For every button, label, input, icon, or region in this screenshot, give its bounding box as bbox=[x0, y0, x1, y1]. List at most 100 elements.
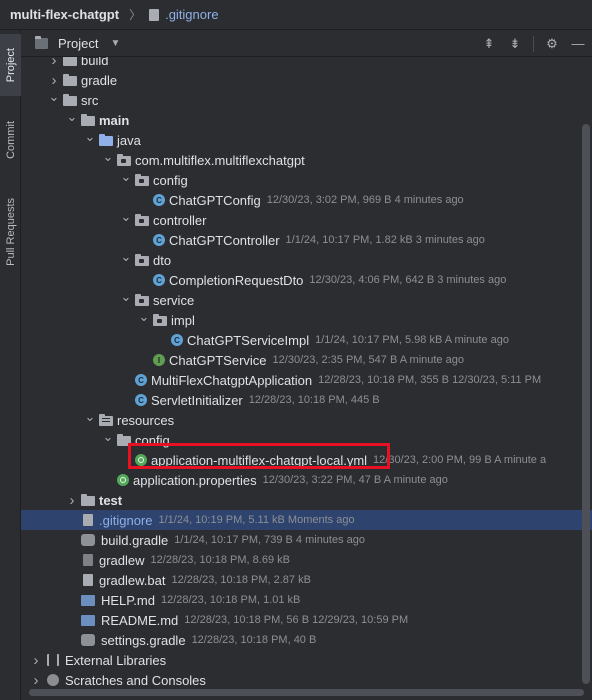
tree-item-label: .gitignore bbox=[99, 512, 153, 528]
chevron-down-icon[interactable]: ⌄ bbox=[120, 249, 132, 264]
tree-row[interactable]: application.properties 12/30/23, 3:22 PM,… bbox=[21, 470, 592, 490]
tree-item-meta: 12/30/23, 3:22 PM, 47 B A minute ago bbox=[262, 474, 448, 486]
breadcrumb-project[interactable]: multi-flex-chatgpt bbox=[10, 7, 120, 22]
tree-item-label: controller bbox=[153, 212, 207, 228]
tree-row[interactable]: ⌄ config bbox=[21, 429, 592, 450]
tree-item-label: src bbox=[81, 92, 99, 108]
tree-item-meta: 12/30/23, 2:35 PM, 547 B A minute ago bbox=[272, 354, 464, 366]
chevron-down-icon[interactable]: ⌄ bbox=[120, 209, 132, 224]
collapse-all-icon[interactable]: ⇞ bbox=[483, 35, 495, 51]
tree-row[interactable]: ⌄ dto bbox=[21, 249, 592, 270]
tree-row[interactable]: ⌄ controller bbox=[21, 209, 592, 230]
tree-row[interactable]: ⌄config bbox=[21, 169, 592, 190]
tree-item-label: build.gradle bbox=[101, 532, 169, 548]
hide-icon[interactable]: — bbox=[571, 36, 585, 51]
tree-row[interactable]: ⌄main bbox=[21, 109, 592, 130]
chevron-right-icon[interactable]: › bbox=[33, 671, 39, 689]
chevron-down-icon[interactable]: ⌄ bbox=[120, 169, 132, 184]
tree-row[interactable]: ⌄com.multiflex.multiflexchatgpt bbox=[21, 149, 592, 170]
folder-icon bbox=[117, 433, 131, 446]
tree-row[interactable]: ⌄resources bbox=[21, 409, 592, 430]
stripe-tab-commit[interactable]: Commit bbox=[0, 110, 21, 170]
stripe-tab-pull-requests[interactable]: Pull Requests bbox=[0, 186, 21, 278]
tree-row[interactable]: ›test bbox=[21, 490, 592, 510]
tree-row[interactable]: ›build bbox=[21, 57, 592, 70]
tree-item-label: application-multiflex-chatgpt-local.yml bbox=[151, 452, 368, 468]
text-file-icon bbox=[83, 574, 93, 586]
settings-icon[interactable]: ⚙ bbox=[546, 35, 558, 51]
tree-item-label: External Libraries bbox=[65, 652, 167, 668]
resources-folder-icon bbox=[99, 413, 113, 426]
tree-item-label: gradlew bbox=[99, 552, 145, 568]
chevron-right-icon[interactable]: › bbox=[51, 71, 57, 89]
tree-row[interactable]: ›gradle bbox=[21, 70, 592, 90]
vertical-scrollbar[interactable] bbox=[582, 124, 590, 684]
tree-item-meta: 12/28/23, 10:18 PM, 355 B 12/30/23, 5:11… bbox=[318, 374, 542, 386]
tree-item-label: settings.gradle bbox=[101, 632, 186, 648]
folder-icon bbox=[81, 113, 95, 126]
project-view-title[interactable]: Project bbox=[58, 35, 99, 51]
expand-all-icon[interactable]: ⇟ bbox=[509, 35, 521, 51]
chevron-right-icon[interactable]: › bbox=[69, 491, 75, 509]
tree-item-label: ServletInitializer bbox=[151, 392, 243, 408]
chevron-right-icon[interactable]: › bbox=[33, 651, 39, 669]
tree-item-meta: 12/28/23, 10:18 PM, 56 B 12/29/23, 10:59… bbox=[184, 614, 409, 626]
chevron-down-icon[interactable]: ⌄ bbox=[102, 429, 114, 444]
tree-row[interactable]: › External Libraries bbox=[21, 650, 592, 670]
library-icon bbox=[47, 654, 59, 666]
tree-item-label: Scratches and Consoles bbox=[65, 672, 206, 688]
tree-item-label: impl bbox=[171, 312, 195, 328]
breadcrumb-file[interactable]: .gitignore bbox=[165, 7, 219, 22]
tree-row[interactable]: ⌄ impl bbox=[21, 309, 592, 330]
class-icon: C bbox=[153, 234, 165, 246]
chevron-down-icon[interactable]: ⌄ bbox=[66, 109, 78, 124]
spring-config-icon bbox=[135, 454, 147, 466]
tree-row[interactable]: ⌄java bbox=[21, 129, 592, 150]
folder-icon bbox=[81, 493, 95, 506]
text-file-icon bbox=[83, 514, 93, 526]
chevron-down-icon[interactable]: ⌄ bbox=[120, 289, 132, 304]
tree-item-label: ChatGPTService bbox=[169, 352, 267, 368]
tree-row[interactable]: ⌄ src bbox=[21, 89, 592, 110]
package-folder-icon bbox=[135, 253, 149, 266]
tree-row[interactable]: ⌄service bbox=[21, 289, 592, 310]
stripe-tab-project[interactable]: Project bbox=[0, 34, 21, 96]
tree-item-meta: 12/28/23, 10:18 PM, 1.01 kB bbox=[160, 594, 301, 606]
tree-item-label: ChatGPTController bbox=[169, 232, 280, 248]
tree-item-meta: 1/1/24, 10:19 PM, 5.11 kB Moments ago bbox=[158, 514, 355, 526]
project-tree[interactable]: ›build›gradle⌄src⌄main⌄java⌄com.multifle… bbox=[21, 57, 592, 700]
chevron-down-icon[interactable]: ⌄ bbox=[102, 149, 114, 164]
tree-item-label: application.properties bbox=[133, 472, 257, 488]
horizontal-scrollbar[interactable] bbox=[29, 689, 584, 696]
chevron-down-icon[interactable]: ⌄ bbox=[84, 129, 96, 144]
scratches-icon bbox=[47, 674, 59, 686]
stripe-tab-pull-requests-label: Pull Requests bbox=[4, 198, 17, 266]
chevron-down-icon[interactable]: ⌄ bbox=[138, 309, 150, 324]
chevron-right-icon[interactable]: › bbox=[51, 57, 57, 69]
chevron-down-icon[interactable]: ▼ bbox=[110, 37, 121, 49]
tree-item-label: config bbox=[135, 432, 170, 448]
breadcrumb: multi-flex-chatgpt 〉 .gitignore bbox=[0, 0, 592, 30]
chevron-down-icon[interactable]: ⌄ bbox=[48, 89, 60, 104]
markdown-file-icon bbox=[81, 614, 95, 626]
source-folder-icon bbox=[99, 133, 113, 146]
tree-row[interactable]: › Scratches and Consoles bbox=[21, 670, 592, 690]
chevron-down-icon[interactable]: ⌄ bbox=[84, 409, 96, 424]
tree-item-label: dto bbox=[153, 252, 172, 268]
package-folder-icon bbox=[153, 313, 167, 326]
tree-row[interactable]: .gitignore 1/1/24, 10:19 PM, 5.11 kB Mome… bbox=[21, 510, 592, 530]
